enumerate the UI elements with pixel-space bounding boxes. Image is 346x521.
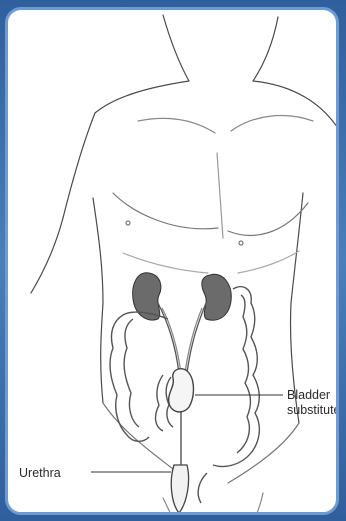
left-ureter (158, 303, 179, 373)
urethra-structure (171, 411, 188, 513)
right-ureter (187, 303, 206, 373)
right-kidney (202, 274, 231, 320)
bladder-label-line2: substitute (287, 403, 339, 418)
illustration-panel: Bladder substitute Urethra (5, 7, 339, 515)
bladder-substitute (169, 369, 194, 412)
anatomy-illustration (8, 10, 339, 515)
neck-outline (163, 15, 189, 81)
urethra-label: Urethra (19, 466, 61, 481)
torso-left-outline (31, 113, 95, 293)
bladder-label-line1: Bladder (287, 388, 339, 403)
bladder-substitute-label: Bladder substitute (287, 388, 339, 418)
